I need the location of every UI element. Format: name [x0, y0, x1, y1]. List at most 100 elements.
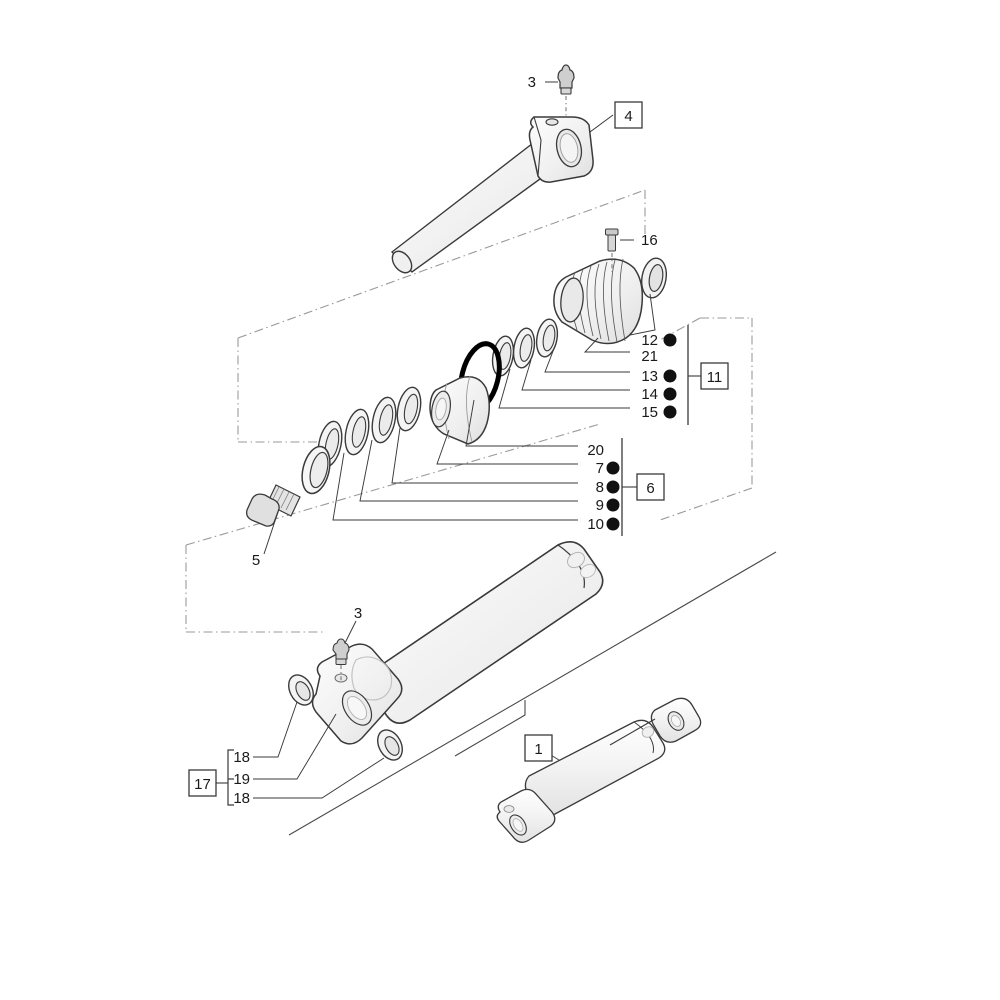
callout-label-14: 14 [641, 386, 658, 403]
group-11-box [700, 362, 729, 390]
leader-20 [465, 399, 578, 447]
mini-cylinder [496, 697, 702, 843]
region-seal-top-edge [185, 423, 601, 546]
gland-seal-ring-12 [640, 257, 668, 299]
bushing-18-lower-inner [384, 736, 400, 756]
callout-label-3-top: 3 [528, 74, 536, 91]
piston-groove-2 [465, 375, 473, 443]
group-11-callout-column: 12 21 13 14 15 11 [641, 325, 729, 425]
seal-ring-13 [535, 318, 559, 358]
piston-bolt-5 [246, 484, 301, 527]
callout-label-19: 19 [233, 771, 250, 788]
ring-21-inner [309, 451, 329, 489]
callout-label-16: 16 [641, 232, 658, 249]
callout-label-10: 10 [587, 516, 604, 533]
gland-screw-head [605, 228, 619, 236]
leader-7 [436, 429, 578, 465]
leader-9 [359, 439, 578, 502]
leader-rod-eye [589, 114, 614, 133]
complete-cylinder-assembly [288, 551, 777, 843]
grease-fitting-rod [557, 64, 575, 95]
leader-lines-group-6 [332, 399, 578, 521]
callout-dot-13 [663, 369, 677, 383]
seal-ring-15 [491, 335, 515, 377]
assembly-region-boundaries [185, 189, 753, 633]
callout-label-8: 8 [596, 479, 604, 496]
grease-fitting-barrel-body [332, 638, 350, 660]
gland-screw-16 [605, 228, 619, 252]
barrel-port-boss-upper [567, 551, 585, 569]
region-rod-top-edge [237, 189, 646, 339]
seal-and-gland-stack: 5 [246, 228, 668, 569]
callout-label-15: 15 [641, 404, 658, 421]
leader-19 [253, 713, 337, 780]
callout-dot-12 [663, 333, 677, 347]
mini-base-bore-inner [512, 818, 524, 832]
gland-nut-bore [560, 277, 584, 323]
seal-ring-7 [396, 386, 422, 432]
cylinder-base-head [311, 643, 403, 745]
assembly-divider-line [288, 551, 777, 836]
rod-eye-grease-port [545, 118, 559, 126]
piston-head [429, 375, 490, 445]
leader-18-upper [253, 701, 298, 758]
group-17-bracket [227, 749, 234, 806]
cylinder-barrel [365, 541, 604, 724]
leader-18-lower [253, 757, 385, 799]
region-group11-bottom-slope [659, 487, 753, 521]
piston-bore-inner [435, 397, 447, 421]
bolt-5-head [246, 493, 280, 527]
group-6-box [636, 473, 665, 501]
wear-ring-21 [301, 445, 331, 495]
barrel-port-upper [580, 563, 596, 579]
callout-label-18-upper: 18 [233, 749, 250, 766]
mini-rod-eye-bore-inner [670, 715, 682, 727]
leader-grease-fitting-barrel [344, 620, 357, 644]
group-17-box [188, 769, 217, 797]
mini-rod-shaft [609, 718, 656, 746]
base-boss-outline [351, 656, 393, 701]
piston-rod-assembly [390, 64, 614, 274]
rod-eye-box-4-label: 4 [624, 108, 632, 125]
callout-label-18-lower: 18 [233, 790, 250, 807]
mini-base-grease-port [503, 805, 515, 813]
assembly-bracket-upper [454, 700, 526, 757]
assembly-box-1 [524, 734, 553, 762]
callout-label-20: 20 [587, 442, 604, 459]
leader-13 [544, 345, 630, 373]
leader-bolt-5 [263, 511, 279, 555]
rod-eye-bore-inner [559, 133, 579, 163]
leader-12 [629, 293, 656, 336]
rod-shaft-end-face [391, 250, 413, 274]
callout-dot-9 [606, 498, 620, 512]
callout-label-9: 9 [596, 497, 604, 514]
grease-fitting-barrel [332, 638, 350, 665]
group-17-callout-column: 18 19 18 17 [188, 749, 250, 807]
cylinder-barrel-assembly: 3 [288, 541, 604, 761]
callout-label-13: 13 [641, 368, 658, 385]
grease-fitting-rod-base [560, 87, 572, 95]
assembly-box-1-label: 1 [534, 741, 542, 758]
callout-label-21: 21 [641, 348, 658, 365]
callout-label-5: 5 [252, 552, 260, 569]
leader-lines-group-17 [253, 701, 385, 799]
callout-dot-15 [663, 405, 677, 419]
ring-8-inner [378, 404, 394, 436]
leader-14 [521, 359, 630, 391]
group-6-callout-column: 20 7 8 9 10 6 [587, 438, 665, 536]
single-callout-boxes: 3 16 4 1 [524, 74, 658, 762]
gland-nut [553, 258, 644, 345]
ring-12-inner [648, 264, 664, 292]
mini-barrel-port [641, 726, 655, 738]
ring-13-inner [542, 324, 556, 352]
ring-14-inner [519, 334, 533, 362]
rod-eye-edge-left [533, 116, 542, 177]
cylinder-barrel-body [365, 541, 604, 724]
base-bore-inner [346, 695, 368, 721]
ring-7-inner [403, 393, 419, 425]
group-17-box-label: 17 [194, 776, 211, 793]
callout-dot-7 [606, 461, 620, 475]
callout-dot-14 [663, 387, 677, 401]
bushing-18-upper-inner [295, 681, 311, 701]
leader-21 [583, 337, 630, 353]
